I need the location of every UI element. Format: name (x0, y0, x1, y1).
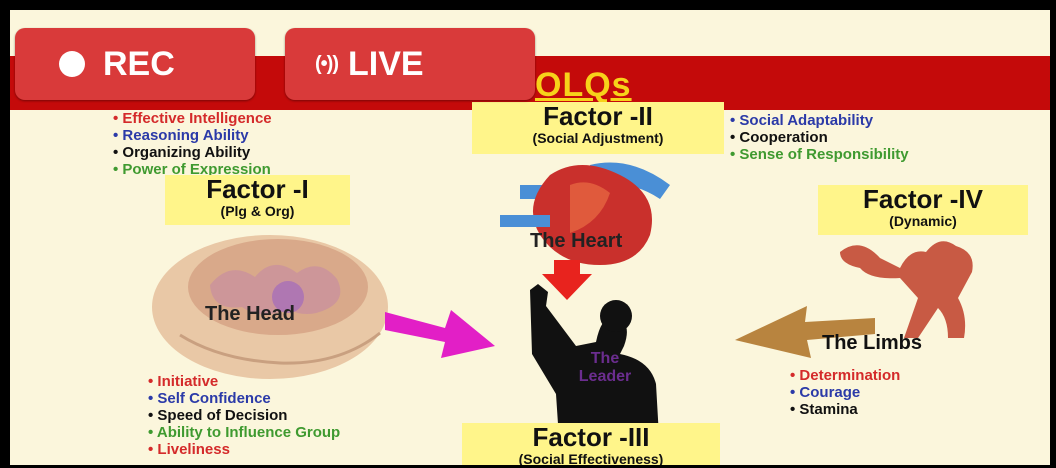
list-item: Social Adaptability (730, 112, 909, 129)
factor2-list: Social Adaptability Cooperation Sense of… (730, 112, 909, 163)
arrow-right-icon (385, 300, 495, 360)
rec-button[interactable]: REC (15, 28, 255, 100)
factor2-subtitle: (Social Adjustment) (472, 130, 724, 146)
factor3-title: Factor -III (462, 423, 720, 451)
factor1-label: Factor -I (Plg & Org) (165, 175, 350, 225)
factor4-title: Factor -IV (818, 185, 1028, 213)
factor2-title: Factor -II (472, 102, 724, 130)
list-item: Organizing Ability (113, 144, 272, 161)
factor3-caption: The Leader (570, 350, 640, 386)
list-item: Self Confidence (148, 390, 340, 407)
list-item: Reasoning Ability (113, 127, 272, 144)
factor1-subtitle: (Plg & Org) (165, 203, 350, 219)
live-button[interactable]: (•)) LIVE (285, 28, 535, 100)
factor1-bottom-list: Initiative Self Confidence Speed of Deci… (148, 373, 340, 458)
live-label: LIVE (348, 45, 424, 84)
head-brain-icon (140, 225, 400, 375)
list-item: Courage (790, 384, 900, 401)
factor1-title: Factor -I (165, 175, 350, 203)
factor3-subtitle: (Social Effectiveness) (462, 451, 720, 465)
list-item: Determination (790, 367, 900, 384)
list-item: Effective Intelligence (113, 110, 272, 127)
broadcast-icon: (•)) (315, 53, 338, 76)
factor4-caption: The Limbs (822, 332, 922, 355)
list-item: Liveliness (148, 441, 340, 458)
factor4-list: Determination Courage Stamina (790, 367, 900, 418)
factor2-caption: The Heart (530, 230, 622, 253)
list-item: Cooperation (730, 129, 909, 146)
factor3-label: Factor -III (Social Effectiveness) (462, 423, 720, 465)
factor4-subtitle: (Dynamic) (818, 213, 1028, 229)
factor1-caption: The Head (205, 303, 295, 326)
rec-label: REC (103, 45, 175, 84)
slide-title: OLQs (535, 66, 632, 105)
list-item: Speed of Decision (148, 407, 340, 424)
list-item: Ability to Influence Group (148, 424, 340, 441)
list-item: Initiative (148, 373, 340, 390)
factor1-top-list: Effective Intelligence Reasoning Ability… (113, 110, 272, 178)
list-item: Sense of Responsibility (730, 146, 909, 163)
list-item: Stamina (790, 401, 900, 418)
record-dot-icon (59, 51, 85, 77)
factor4-label: Factor -IV (Dynamic) (818, 185, 1028, 235)
